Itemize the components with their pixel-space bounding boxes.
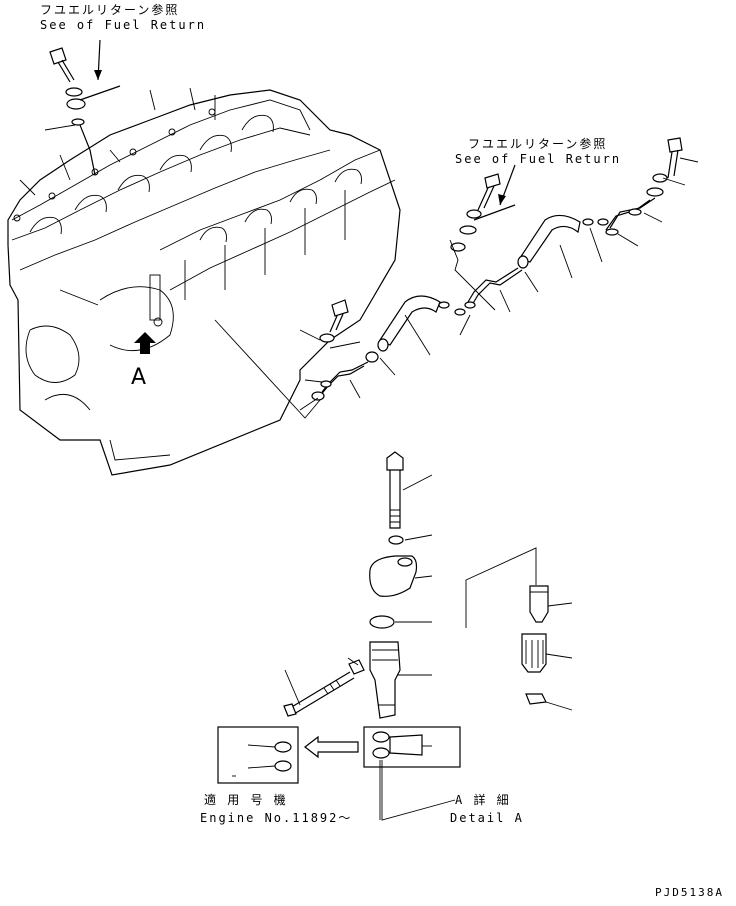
view-a-arrow [134, 332, 156, 354]
leader-lines-injector [284, 474, 573, 711]
drawing-code: PJD5138A [655, 886, 724, 899]
conversion-arrow [304, 735, 359, 759]
engine-block-drawing [7, 89, 401, 476]
detail-box-old [217, 726, 299, 784]
top-bolt-assembly [49, 39, 121, 176]
fuel-return-note-right-jp: フユエルリターン参照 [468, 137, 608, 151]
fuel-return-note-top-jp: フユエルリターン参照 [40, 3, 180, 17]
view-a-label: A [131, 365, 147, 390]
applicability-jp: 適 用 号 機 [204, 793, 288, 807]
leader-lines-left [19, 87, 216, 196]
applicability-en: Engine No.11892～ [200, 811, 353, 825]
leader-lines-right [214, 157, 699, 419]
detail-box-new [363, 726, 461, 821]
fuel-pipe-assembly-upper [450, 137, 683, 316]
fuel-return-note-top-en: See of Fuel Return [40, 18, 207, 32]
fuel-pipe-assembly-lower [311, 295, 450, 401]
injector-exploded-view [283, 451, 549, 719]
fuel-return-note-right-en: See of Fuel Return [455, 152, 622, 166]
detail-a-en: Detail A [450, 811, 524, 825]
detail-a-jp: A 詳 細 [455, 793, 511, 807]
